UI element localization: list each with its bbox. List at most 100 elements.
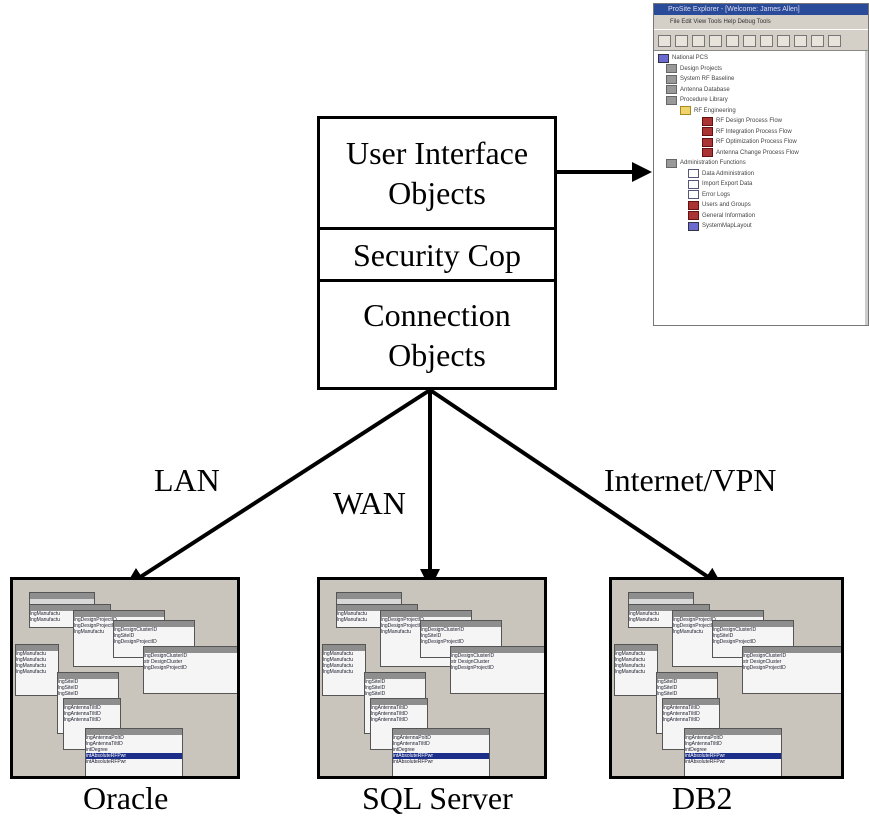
forward-icon	[675, 35, 688, 47]
sqlserver-label: SQL Server	[362, 780, 513, 816]
tree-item: Antenna Change Process Flow	[658, 148, 868, 159]
search-icon	[743, 35, 756, 47]
tree-item: RF Optimization Process Flow	[658, 137, 868, 148]
arrow-lan	[124, 388, 432, 588]
security-cop-label: Security Cop	[353, 236, 521, 273]
schema-field-row: lngSiteID	[657, 685, 678, 691]
schema-field-row: lngAntennaTiltID	[371, 705, 408, 711]
schema-field-row: lngAntennaTiltID	[663, 717, 700, 723]
tree-item: Administration Functions	[658, 158, 868, 169]
schema-field-row: lngDesignProjectID	[743, 665, 786, 671]
schema-table-header	[323, 645, 365, 651]
tree-item: Procedure Library	[658, 95, 868, 106]
schema-field-row: intAbsoluteRFPwr	[393, 759, 434, 765]
schema-field-row: lngAntennaTiltID	[663, 711, 700, 717]
schema-field-row: lngAntennaPoItD	[685, 735, 723, 741]
schema-table-header	[371, 699, 427, 705]
schema-field-row: lngDesignClusterID	[144, 653, 188, 659]
schema-field-row: lngAntennaPoItD	[86, 735, 124, 741]
schema-table-header	[114, 621, 194, 627]
schema-field-row: lngSiteID	[657, 691, 678, 697]
tree-item: Antenna Database	[658, 85, 868, 96]
schema-table-header	[629, 605, 709, 611]
process-flow-icon	[702, 127, 713, 137]
schema-field-row: lngDesignProjectID	[673, 617, 716, 623]
schema-field-row: lngDesignProjectID	[74, 617, 117, 623]
schema-field-row: lngDesignProjectID	[421, 639, 464, 645]
explorer-scrollbar	[865, 51, 868, 325]
schema-table-header	[629, 593, 693, 599]
security-cop-box: Security Cop	[317, 227, 557, 282]
schema-field-row: lngAntennaTiltID	[371, 711, 408, 717]
schema-field-row: lngManufactu	[16, 669, 47, 675]
schema-table-header	[743, 647, 841, 653]
tree-item: System RF Baseline	[658, 74, 868, 85]
schema-field-row: lngAntennaTiltID	[64, 717, 101, 723]
schema-table-header	[663, 699, 719, 705]
schema-field-row: lngManufactu	[323, 657, 354, 663]
explorer-title-bar: ProSite Explorer - [Welcome: James Allen…	[654, 4, 868, 15]
schema-table-header	[673, 611, 763, 617]
lan-label: LAN	[154, 462, 220, 498]
tool-icon	[726, 35, 739, 47]
schema-field-row: lngAntennaTiltID	[663, 705, 700, 711]
cut-icon	[760, 35, 773, 47]
process-flow-icon	[702, 148, 713, 158]
schema-table-header	[30, 593, 94, 599]
tree-item: RF Design Process Flow	[658, 116, 868, 127]
schema-table-header	[58, 673, 118, 679]
schema-table-header	[30, 605, 110, 611]
vpn-label: Internet/VPN	[604, 462, 777, 498]
schema-field-row: lngManufactu	[629, 611, 660, 617]
process-flow-icon	[702, 116, 713, 126]
schema-field-row: lngSiteID	[114, 633, 135, 639]
explorer-menu-bar: File Edit View Tools Help Debug Tools	[654, 15, 868, 29]
schema-field-row: lngSiteID	[365, 691, 386, 697]
db-icon	[666, 158, 677, 168]
copy-icon	[777, 35, 790, 47]
user-icon	[828, 35, 841, 47]
schema-table-header	[451, 647, 544, 653]
globe-icon	[709, 35, 722, 47]
schema-field-row: intDegree	[393, 747, 415, 753]
schema-field-row: lngSiteID	[657, 679, 678, 685]
schema-table-header	[337, 593, 401, 599]
schema-table-header	[64, 699, 120, 705]
schema-field-row: lngAntennaTiltID	[371, 717, 408, 723]
schema-table-header	[86, 729, 182, 735]
schema-field-row: lngManufactu	[323, 663, 354, 669]
tree-item: Design Projects	[658, 64, 868, 75]
schema-field-row: lngManufactu	[337, 617, 368, 623]
schema-field-row: lngDesignProjectID	[713, 639, 756, 645]
tree-item: Error Logs	[658, 190, 868, 201]
schema-field-row: lngManufactu	[615, 663, 646, 669]
db-icon	[666, 74, 677, 84]
schema-field-row: lngAntennaTiltID	[685, 741, 722, 747]
schema-field-row: lngSiteID	[58, 685, 79, 691]
wan-label: WAN	[333, 485, 406, 521]
root-icon	[658, 53, 669, 63]
schema-field-row: lngDesignClusterID	[114, 627, 158, 633]
schema-field-row: lngSiteID	[421, 633, 442, 639]
schema-field-row: lngManufactu	[615, 669, 646, 675]
tree-item: General Information	[658, 211, 868, 222]
schema-table-header	[16, 645, 58, 651]
folder-icon	[692, 35, 705, 47]
tree-item: RF Engineering	[658, 106, 868, 117]
schema-table-header	[144, 647, 237, 653]
info-icon	[688, 211, 699, 221]
arrow-vpn	[428, 388, 724, 588]
conn-box-line2: Objects	[388, 336, 486, 373]
schema-field-row: lngDesignProjectID	[144, 665, 187, 671]
page-icon	[688, 169, 699, 179]
